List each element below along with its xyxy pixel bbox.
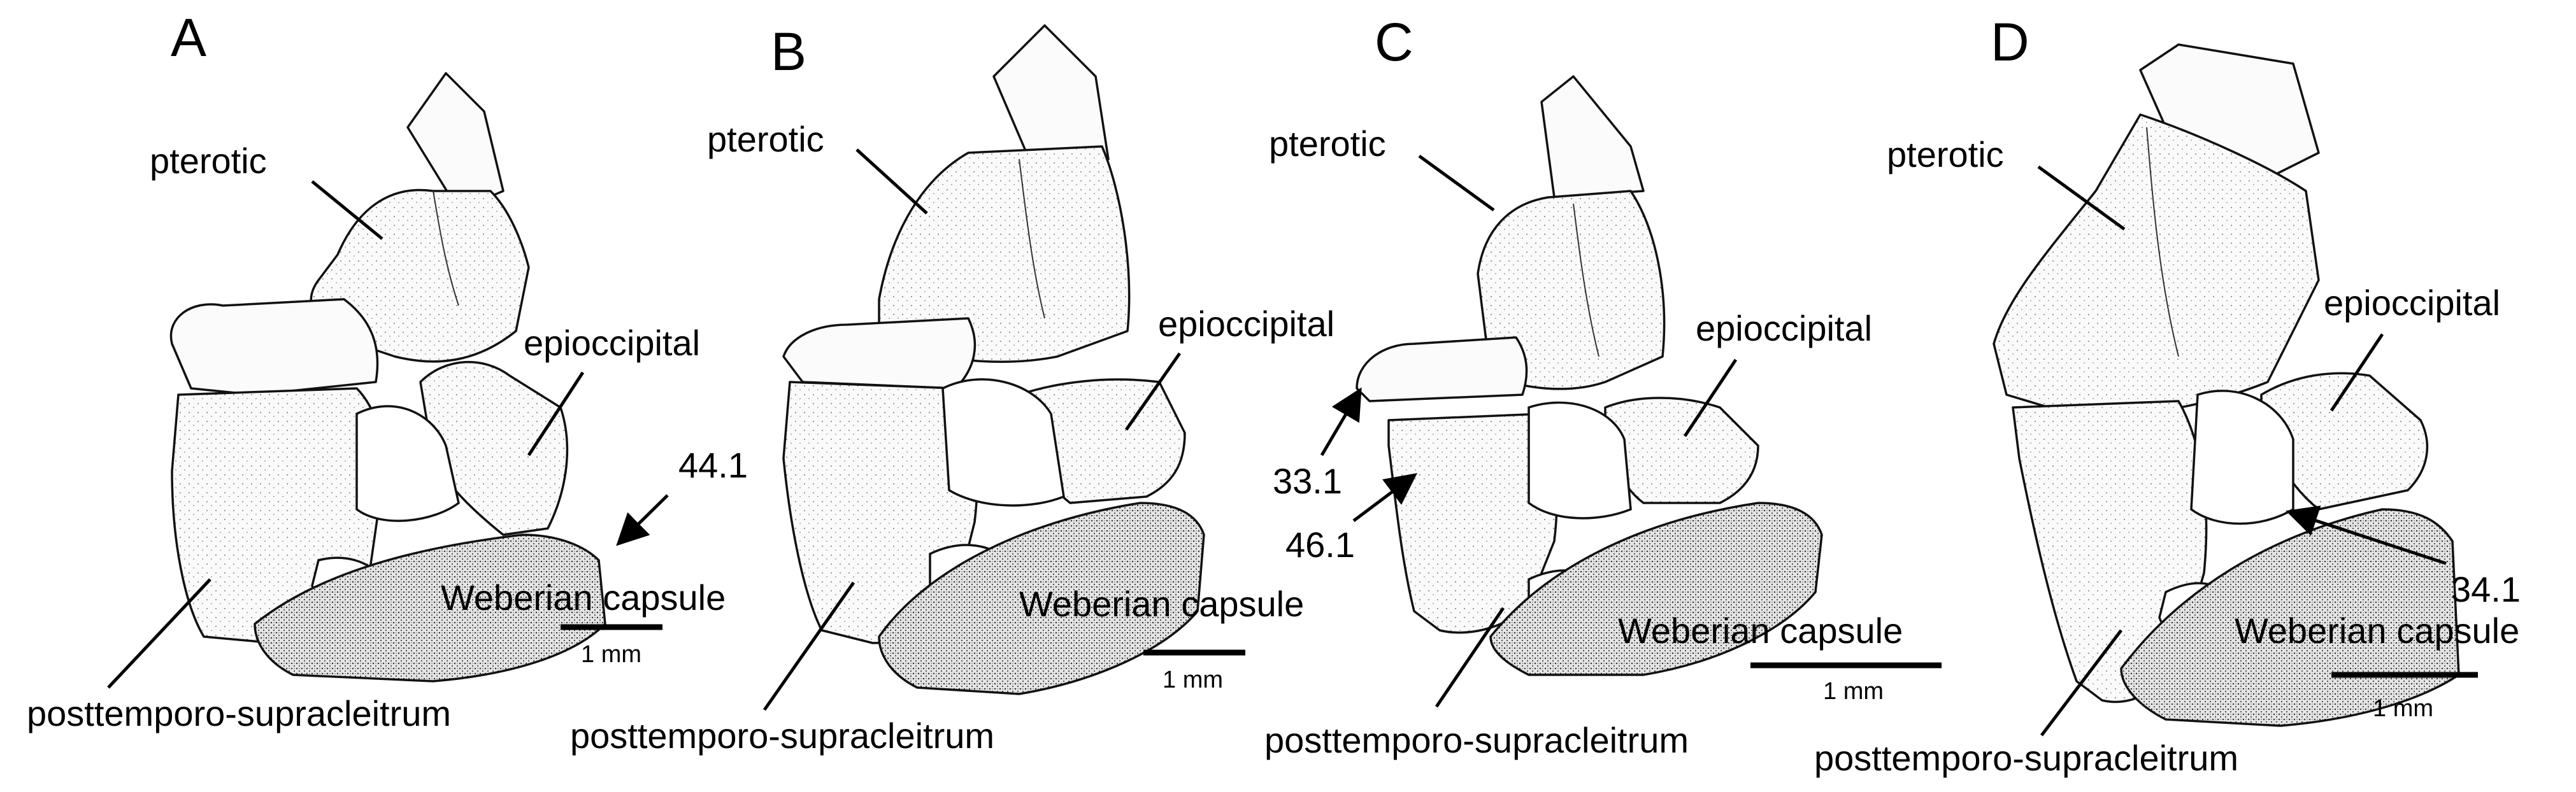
panel-d-label-weberian: Weberian capsule <box>2235 611 2519 651</box>
panel-b-foramen <box>941 378 1065 507</box>
panel-c-leader-epioccipital <box>1683 358 1738 437</box>
panel-b-suture-line <box>1019 159 1045 319</box>
panel-a-pterotic-lobe <box>169 298 379 396</box>
panel-a-label-epioccipital: epioccipital <box>524 323 700 363</box>
panel-d-letter: D <box>1991 12 2029 72</box>
panel-b-scale-text: 1 mm <box>1163 667 1223 693</box>
panel-b-weberian-capsule <box>878 502 1205 695</box>
panel-a-leader-epioccipital <box>527 371 585 456</box>
panel-d-suture-line <box>2146 127 2179 357</box>
panel-a-weberian-capsule <box>254 534 606 682</box>
panel-c-number-46-1: 46.1 <box>1285 525 1355 565</box>
panel-a-leader-pterotic <box>311 180 383 240</box>
panel-d-leader-pterotic <box>2037 165 2126 231</box>
panel-c-scale-text: 1 mm <box>1823 678 1884 705</box>
panel-d-scale-text: 1 mm <box>2373 695 2433 722</box>
panel-a-drawing <box>169 72 606 682</box>
panel-b-letter: B <box>771 22 806 81</box>
panel-a-label-weberian: Weberian capsule <box>441 577 726 618</box>
panel-d-label-posttemporo: posttemporo-supracleitrum <box>1814 738 2238 778</box>
panel-c-weberian-capsule <box>1489 502 1823 676</box>
panel-d-arrow-34-1 <box>2286 506 2447 565</box>
panel-c-label-pterotic: pterotic <box>1269 124 1386 164</box>
panel-a-suture-line <box>433 190 459 306</box>
panel-c-upper-bone <box>1540 75 1645 199</box>
panel-b-leader-epioccipital <box>1124 352 1182 431</box>
panel-b-upper-bone <box>992 24 1110 167</box>
panel-a-label-posttemporo: posttemporo-supracleitrum <box>27 693 451 733</box>
panel-a-number-44-1: 44.1 <box>678 445 748 485</box>
panel-b-drawing <box>782 24 1205 695</box>
panel-b-label-posttemporo: posttemporo-supracleitrum <box>570 716 994 756</box>
panel-d-label-epioccipital: epioccipital <box>2324 283 2500 323</box>
panel-c-arrow-33-1 <box>1320 387 1362 456</box>
panel-a-leader-posttemporo <box>107 578 211 689</box>
panel-c-label-posttemporo: posttemporo-supracleitrum <box>1264 720 1689 760</box>
panel-d-leader-epioccipital <box>2329 333 2384 412</box>
panel-c-leader-pterotic <box>1418 154 1495 212</box>
panel-b-label-weberian: Weberian capsule <box>1019 584 1304 624</box>
panel-c-letter: C <box>1375 12 1413 72</box>
panel-b-leader-posttemporo <box>762 581 855 711</box>
panel-a-arrow-44-1 <box>616 494 669 546</box>
panel-c-label-weberian: Weberian capsule <box>1618 611 1903 651</box>
panel-b-label-pterotic: pterotic <box>707 119 824 159</box>
panel-c-arrow-46-1 <box>1352 473 1417 522</box>
panel-b-label-epioccipital: epioccipital <box>1158 304 1335 344</box>
panel-c-suture-line <box>1573 203 1599 357</box>
panel-c: C pterotic epioccipital 33.1 46.1 Weberi… <box>1264 12 1942 760</box>
panel-d-foramen <box>2190 390 2294 525</box>
panel-a-scale-text: 1 mm <box>581 641 641 668</box>
panel-c-label-epioccipital: epioccipital <box>1696 308 1872 348</box>
panel-d-number-34-1: 34.1 <box>2451 569 2521 609</box>
panel-c-pterotic-bone <box>1477 190 1666 390</box>
panel-b-leader-pterotic <box>855 148 928 215</box>
panel-c-drawing <box>1356 75 1823 676</box>
panel-b-pterotic-lobe <box>782 317 977 390</box>
panel-d-drawing <box>1993 43 2460 727</box>
panel-a-label-pterotic: pterotic <box>150 141 267 181</box>
panel-d-label-pterotic: pterotic <box>1887 134 2004 174</box>
panel-d-leader-posttemporo <box>2040 629 2122 737</box>
panel-d-weberian-capsule <box>2120 508 2460 727</box>
panel-a: A pterotic epioccipital 44.1 Weberian ca… <box>27 8 748 733</box>
panel-a-letter: A <box>171 8 206 67</box>
panel-c-pterotic-lobe <box>1356 336 1528 402</box>
panel-b: B pterotic epioccipital Weberian capsule… <box>570 22 1335 756</box>
panel-d: D pterotic epioccipital 34.1 Weberian ca… <box>1814 12 2521 778</box>
panel-c-leader-posttemporo <box>1435 607 1505 708</box>
panel-c-foramen <box>1528 401 1632 520</box>
panel-c-number-33-1: 33.1 <box>1273 461 1342 501</box>
panel-a-foramen <box>355 405 460 522</box>
